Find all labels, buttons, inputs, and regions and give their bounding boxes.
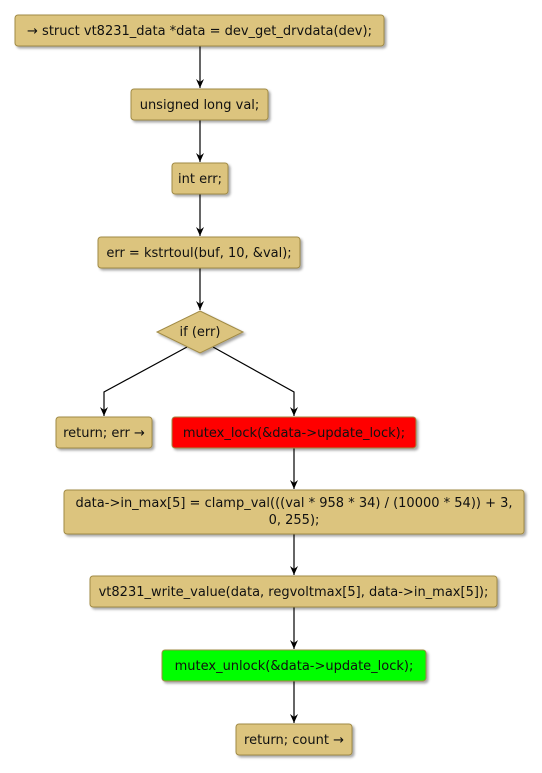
node-return-count: return; count → <box>235 723 353 756</box>
node-in-max-label-line2: 0, 255); <box>269 513 320 528</box>
edge-if-to-return-err <box>100 346 188 416</box>
node-in-max: data->in_max[5] = clamp_val(((val * 958 … <box>63 489 525 535</box>
node-write-value-label: vt8231_write_value(data, regvoltmax[5], … <box>99 585 489 600</box>
edge-if-to-mutex-lock <box>212 346 298 416</box>
node-start-label: → struct vt8231_data *data = dev_get_drv… <box>27 24 372 39</box>
node-if-err-label: if (err) <box>180 325 221 340</box>
node-mutex-unlock-label: mutex_unlock(&data->update_lock); <box>175 659 414 674</box>
node-decl-val: unsigned long val; <box>130 88 269 121</box>
node-kstrtoul: err = kstrtoul(buf, 10, &val); <box>97 236 301 269</box>
node-return-count-label: return; count → <box>244 733 344 748</box>
node-kstrtoul-label: err = kstrtoul(buf, 10, &val); <box>106 246 291 261</box>
node-decl-err: int err; <box>171 162 229 195</box>
node-mutex-lock: mutex_lock(&data->update_lock); <box>171 416 417 449</box>
node-in-max-label-line1: data->in_max[5] = clamp_val(((val * 958 … <box>75 496 512 511</box>
node-write-value: vt8231_write_value(data, regvoltmax[5], … <box>89 575 498 608</box>
node-return-err-label: return; err → <box>63 426 145 441</box>
node-mutex-unlock: mutex_unlock(&data->update_lock); <box>161 649 427 682</box>
node-mutex-lock-label: mutex_lock(&data->update_lock); <box>183 426 405 441</box>
node-if-err: if (err) <box>155 310 245 354</box>
node-decl-val-label: unsigned long val; <box>140 98 260 113</box>
node-start: → struct vt8231_data *data = dev_get_drv… <box>14 14 385 47</box>
edges <box>100 46 298 723</box>
node-return-err: return; err → <box>55 416 153 449</box>
node-decl-err-label: int err; <box>178 172 222 187</box>
